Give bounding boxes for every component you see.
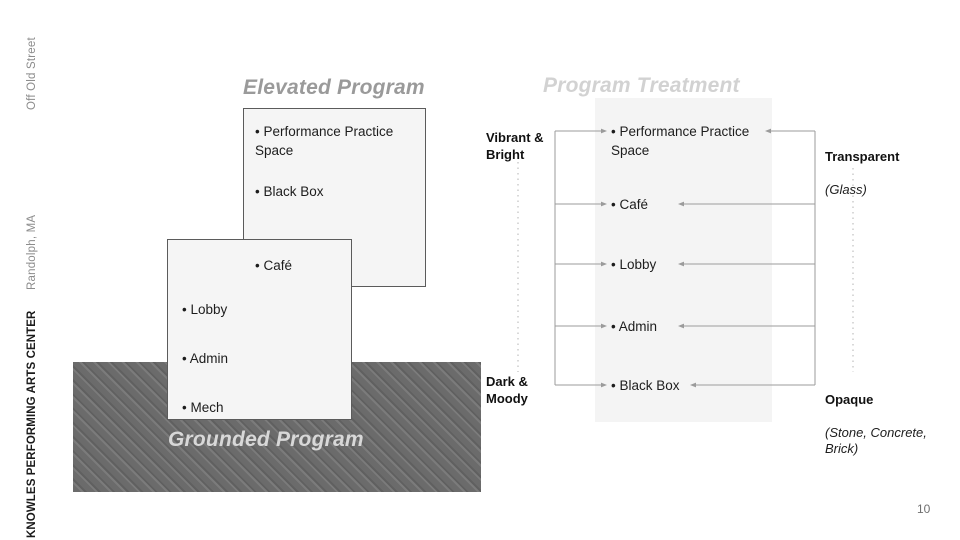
elevated-program-title: Elevated Program: [243, 76, 425, 99]
sidebar-location-line2: Randolph, MA: [26, 214, 38, 290]
left-axis-top-label: Vibrant & Bright: [486, 130, 544, 162]
grounded-program-title: Grounded Program: [168, 428, 364, 451]
grounded-item-1: • Admin: [182, 351, 228, 366]
treatment-item-1: • Café: [611, 197, 648, 212]
grounded-item-2: • Mech: [182, 400, 224, 415]
sidebar-location-line1: Off Old Street: [26, 37, 38, 110]
program-treatment-title: Program Treatment: [543, 74, 740, 97]
elevated-item-0: • Performance Practice Space: [255, 124, 394, 158]
treatment-item-3: • Admin: [611, 319, 657, 334]
treatment-item-4: • Black Box: [611, 378, 680, 393]
grounded-item-0: • Lobby: [182, 302, 228, 317]
right-axis-bottom-label: Opaque (Stone, Concrete, Brick): [825, 375, 947, 474]
right-axis-top-label: Transparent (Glass): [825, 132, 945, 215]
grounded-program-box: [167, 239, 352, 420]
right-axis-bottom-strong: Opaque: [825, 391, 874, 407]
elevated-item-1: • Black Box: [255, 184, 324, 199]
right-axis-top-strong: Transparent: [825, 148, 900, 164]
right-axis-top-sub: (Glass): [825, 181, 867, 197]
page-number: 10: [917, 502, 931, 516]
treatment-item-0: • Performance Practice Space: [611, 124, 750, 158]
sidebar-project-title: KNOWLES PERFORMING ARTS CENTER: [26, 310, 38, 538]
treatment-item-2: • Lobby: [611, 257, 657, 272]
left-axis-bottom-label: Dark & Moody: [486, 374, 528, 406]
right-axis-bottom-sub: (Stone, Concrete, Brick): [825, 424, 927, 457]
elevated-item-2: • Café: [255, 258, 292, 273]
program-treatment-panel: [595, 98, 772, 422]
